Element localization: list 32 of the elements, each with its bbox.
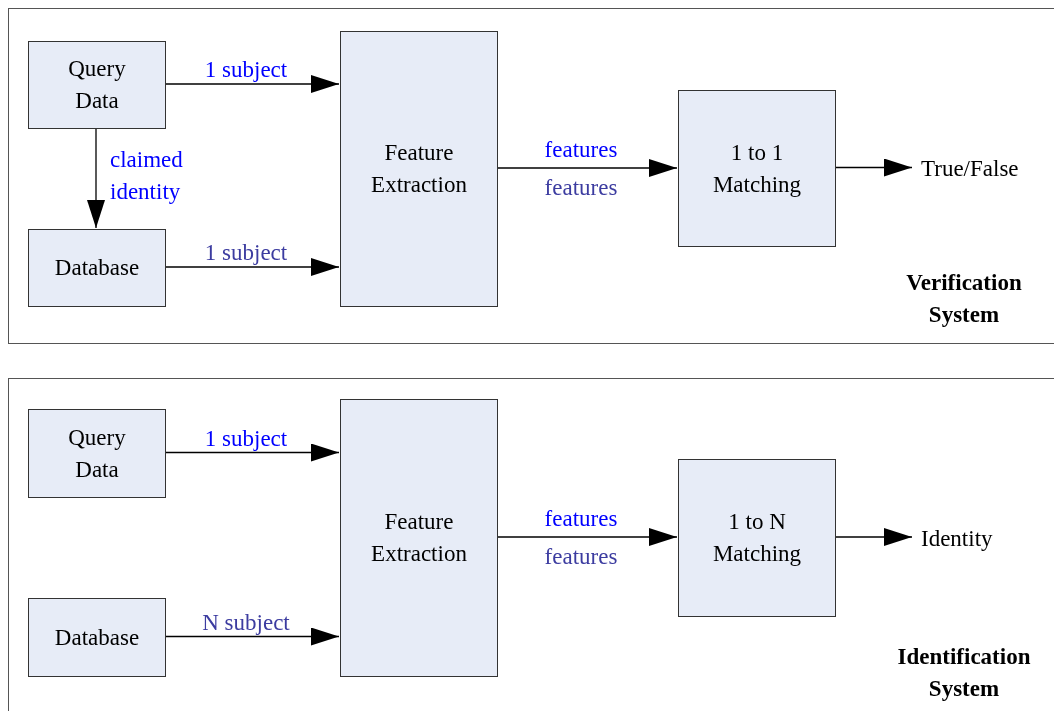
process-box: Feature Extraction [340,399,498,677]
arrow [496,528,678,546]
arrow [496,159,678,177]
panel-heading: Identification System [896,643,1032,703]
panel-heading: Verification System [905,269,1023,329]
edge-label: 1 subject [204,56,288,84]
edge-label: 1 subject [204,424,288,453]
output-text: Identity [913,525,1043,553]
arrow [834,158,913,177]
data-label: features [544,174,618,202]
arrow [164,627,340,646]
edge-label: features [544,136,618,164]
process-box: 1 to 1 Matching [678,90,836,247]
arrow [87,127,105,229]
system-panel [8,8,1054,344]
process-box: Database [28,229,166,307]
arrow [164,443,340,462]
process-box: 1 to N Matching [678,459,836,617]
process-box: Feature Extraction [340,31,498,307]
process-box: Query Data [28,409,166,498]
arrow [164,258,340,276]
system-panel [8,378,1054,711]
edge-label: features [544,505,618,533]
process-box: Database [28,598,166,677]
arrow [834,528,913,546]
process-box: Query Data [28,41,166,129]
edge-label: N subject [202,608,290,637]
edge-label: claimed identity [110,146,184,206]
output-text: True/False [913,155,1047,183]
edge-label: 1 subject [204,239,288,267]
arrow [164,75,340,93]
data-label: features [544,543,618,571]
